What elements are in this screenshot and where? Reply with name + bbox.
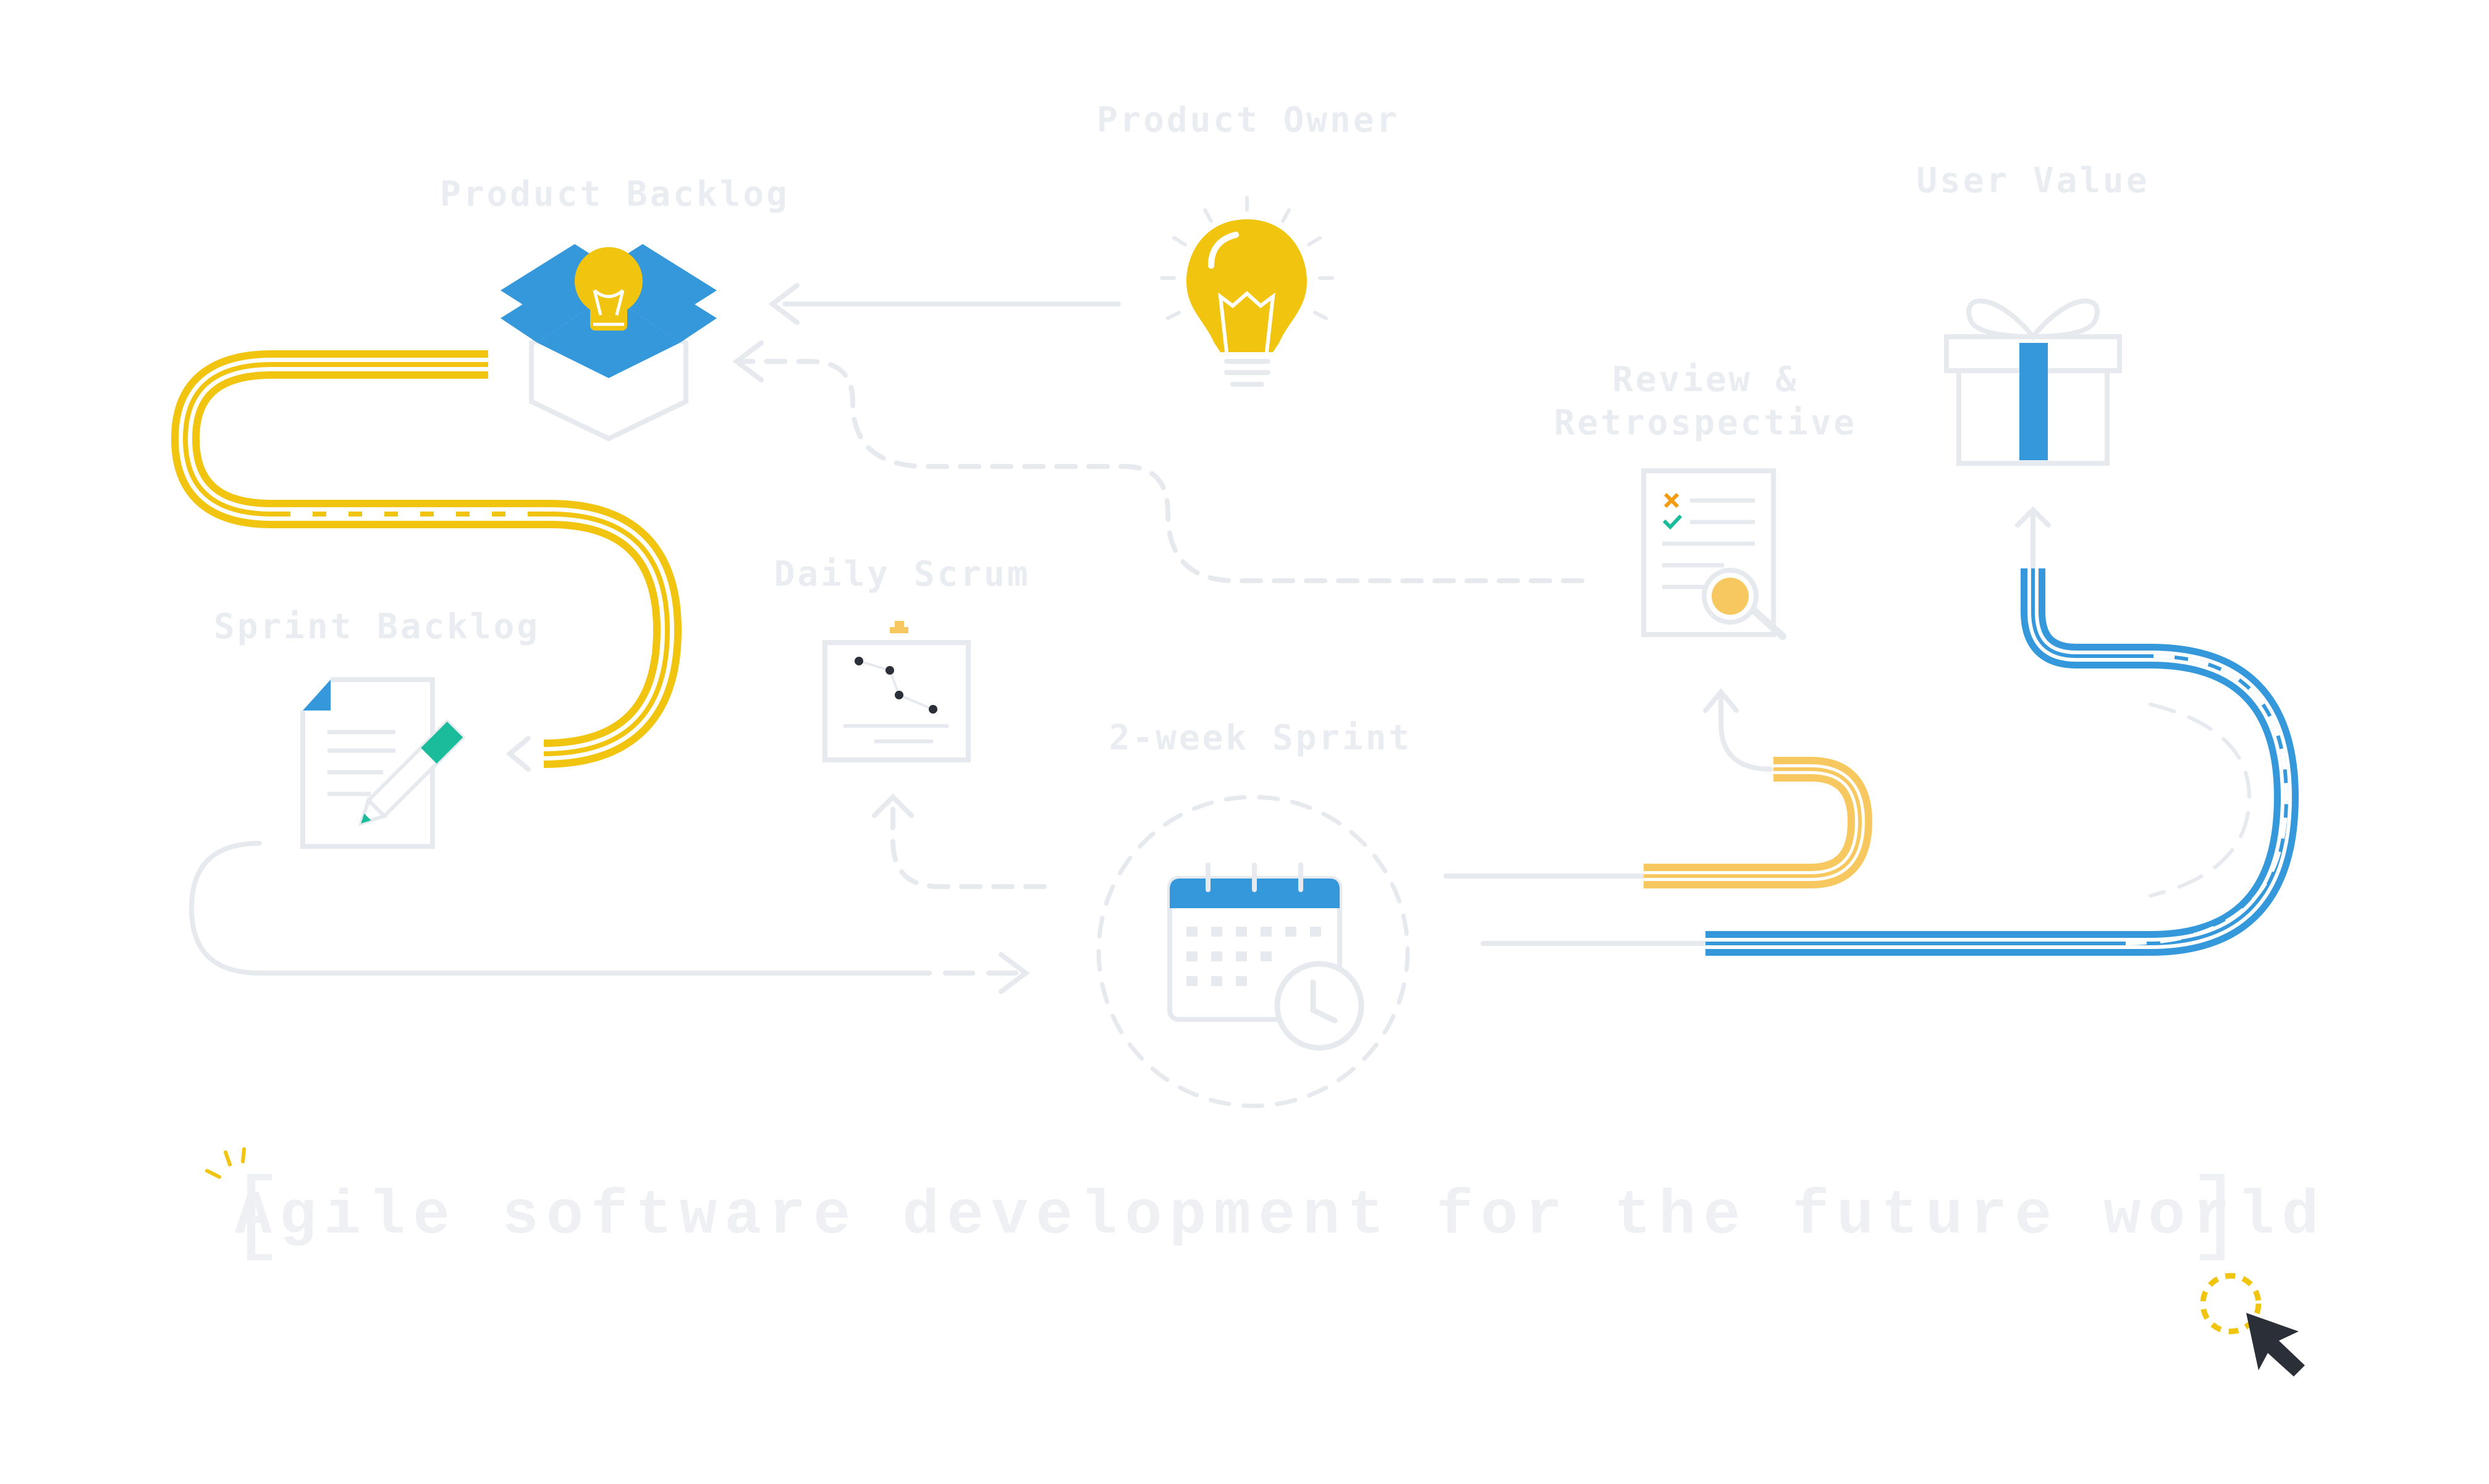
- cursor-icon: [2200, 1273, 2305, 1376]
- connector-review-to-backlog: [739, 359, 1584, 583]
- label-review-line2: Retrospective: [1553, 403, 1857, 443]
- connector-sprintbacklog-to-sprint: [188, 841, 905, 976]
- label-product-owner: Product Owner: [1096, 100, 1400, 140]
- burndown-chart-icon: [822, 621, 971, 762]
- connector-sprint-to-daily-scrum: [890, 801, 1047, 889]
- open-box-icon: [501, 244, 717, 442]
- tagline-close-bracket: ]: [2187, 1165, 2244, 1270]
- arrow-into-backlog: [768, 283, 800, 325]
- light-yellow-road: [1644, 757, 1873, 888]
- label-user-value: User Value: [1916, 161, 2150, 201]
- lightbulb-icon: [1160, 196, 1334, 387]
- yellow-road: [171, 350, 682, 768]
- sprint-cycle-circle: [1096, 795, 1410, 1108]
- gift-icon: [1944, 298, 2122, 466]
- tagline: Agile software development for the futur…: [235, 1182, 2326, 1252]
- label-daily-scrum: Daily Scrum: [774, 554, 1031, 594]
- label-sprint-backlog: Sprint Backlog: [213, 607, 540, 647]
- connectors: [188, 283, 2252, 1108]
- tagline-open-bracket: [: [229, 1165, 285, 1270]
- label-two-week-sprint: 2-week Sprint: [1109, 718, 1413, 758]
- calendar-clock-icon: [1167, 862, 1364, 1051]
- report-magnifier-icon: [1641, 468, 1786, 640]
- spark-icon: [205, 1147, 246, 1179]
- document-pen-icon: [300, 677, 466, 849]
- label-review-line1: Review &: [1612, 360, 1799, 400]
- blue-road: [1705, 568, 2299, 956]
- label-product-backlog: Product Backlog: [440, 174, 790, 214]
